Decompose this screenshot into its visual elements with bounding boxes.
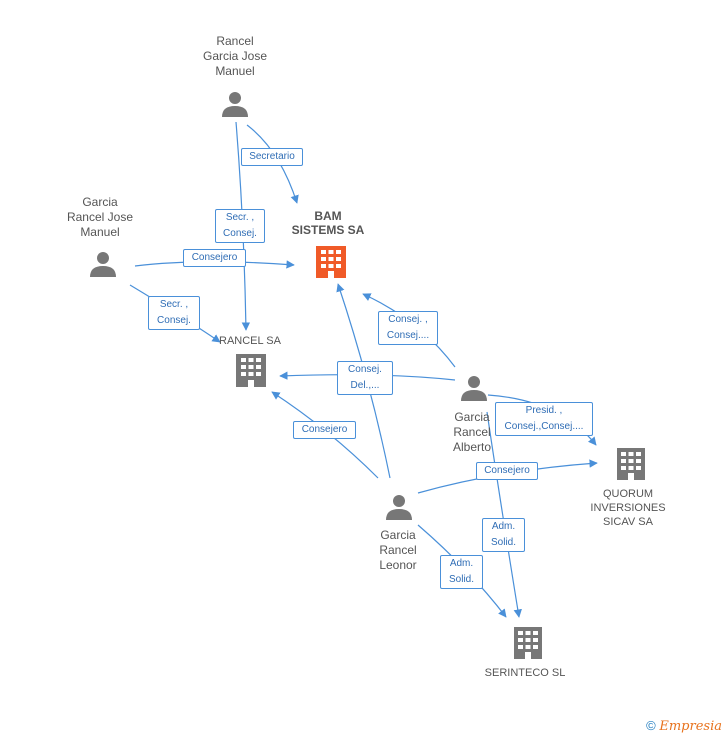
building-icon[interactable] bbox=[236, 354, 266, 387]
person-label-garcia-rancel-leonor[interactable]: Garcia Rancel Leonor bbox=[379, 528, 417, 572]
edge-label-adm-solid[interactable]: Adm. Solid. bbox=[482, 518, 525, 552]
person-label-rancel-garcia-jose-manuel[interactable]: Rancel Garcia Jose Manuel bbox=[202, 34, 268, 78]
edge-alberto-to-serinteco bbox=[486, 411, 522, 618]
person-label-garcia-rancel-alberto[interactable]: Garcia Rancel Alberto bbox=[452, 410, 492, 454]
edge-label-secretario[interactable]: Secretario bbox=[241, 148, 303, 166]
footer-watermark: © Empresia bbox=[646, 718, 722, 734]
person-icon[interactable] bbox=[461, 376, 487, 401]
company-label-rancel-sa[interactable]: RANCEL SA bbox=[219, 335, 281, 347]
company-label-quorum[interactable]: QUORUM INVERSIONES SICAV SA bbox=[590, 488, 666, 528]
company-label-bam-sistems[interactable]: BAM SISTEMS SA bbox=[291, 209, 365, 237]
edge-label-consej-consej[interactable]: Consej. , Consej.... bbox=[378, 311, 438, 345]
person-label-garcia-rancel-jose-manuel[interactable]: Garcia Rancel Jose Manuel bbox=[66, 195, 134, 239]
edge-label-consejero[interactable]: Consejero bbox=[476, 462, 538, 480]
edge-label-consejero[interactable]: Consejero bbox=[293, 421, 356, 439]
edge-label-secr-consej[interactable]: Secr. , Consej. bbox=[148, 296, 200, 330]
brand-logo: Empresia bbox=[659, 719, 722, 734]
building-icon[interactable] bbox=[617, 448, 645, 480]
person-icon[interactable] bbox=[222, 92, 248, 117]
edge-label-consejero[interactable]: Consejero bbox=[183, 249, 246, 267]
edge-label-secr-consej[interactable]: Secr. , Consej. bbox=[215, 209, 265, 243]
building-icon[interactable] bbox=[316, 246, 346, 278]
person-icon[interactable] bbox=[386, 495, 412, 520]
edge-label-presid-consej[interactable]: Presid. , Consej.,Consej.... bbox=[495, 402, 593, 436]
edge-label-consej-del[interactable]: Consej. Del.,... bbox=[337, 361, 393, 395]
edge-label-adm-solid[interactable]: Adm. Solid. bbox=[440, 555, 483, 589]
company-label-serinteco[interactable]: SERINTECO SL bbox=[484, 667, 566, 679]
person-icon[interactable] bbox=[90, 252, 116, 277]
copyright-symbol: © bbox=[646, 718, 656, 733]
building-icon[interactable] bbox=[514, 627, 542, 659]
